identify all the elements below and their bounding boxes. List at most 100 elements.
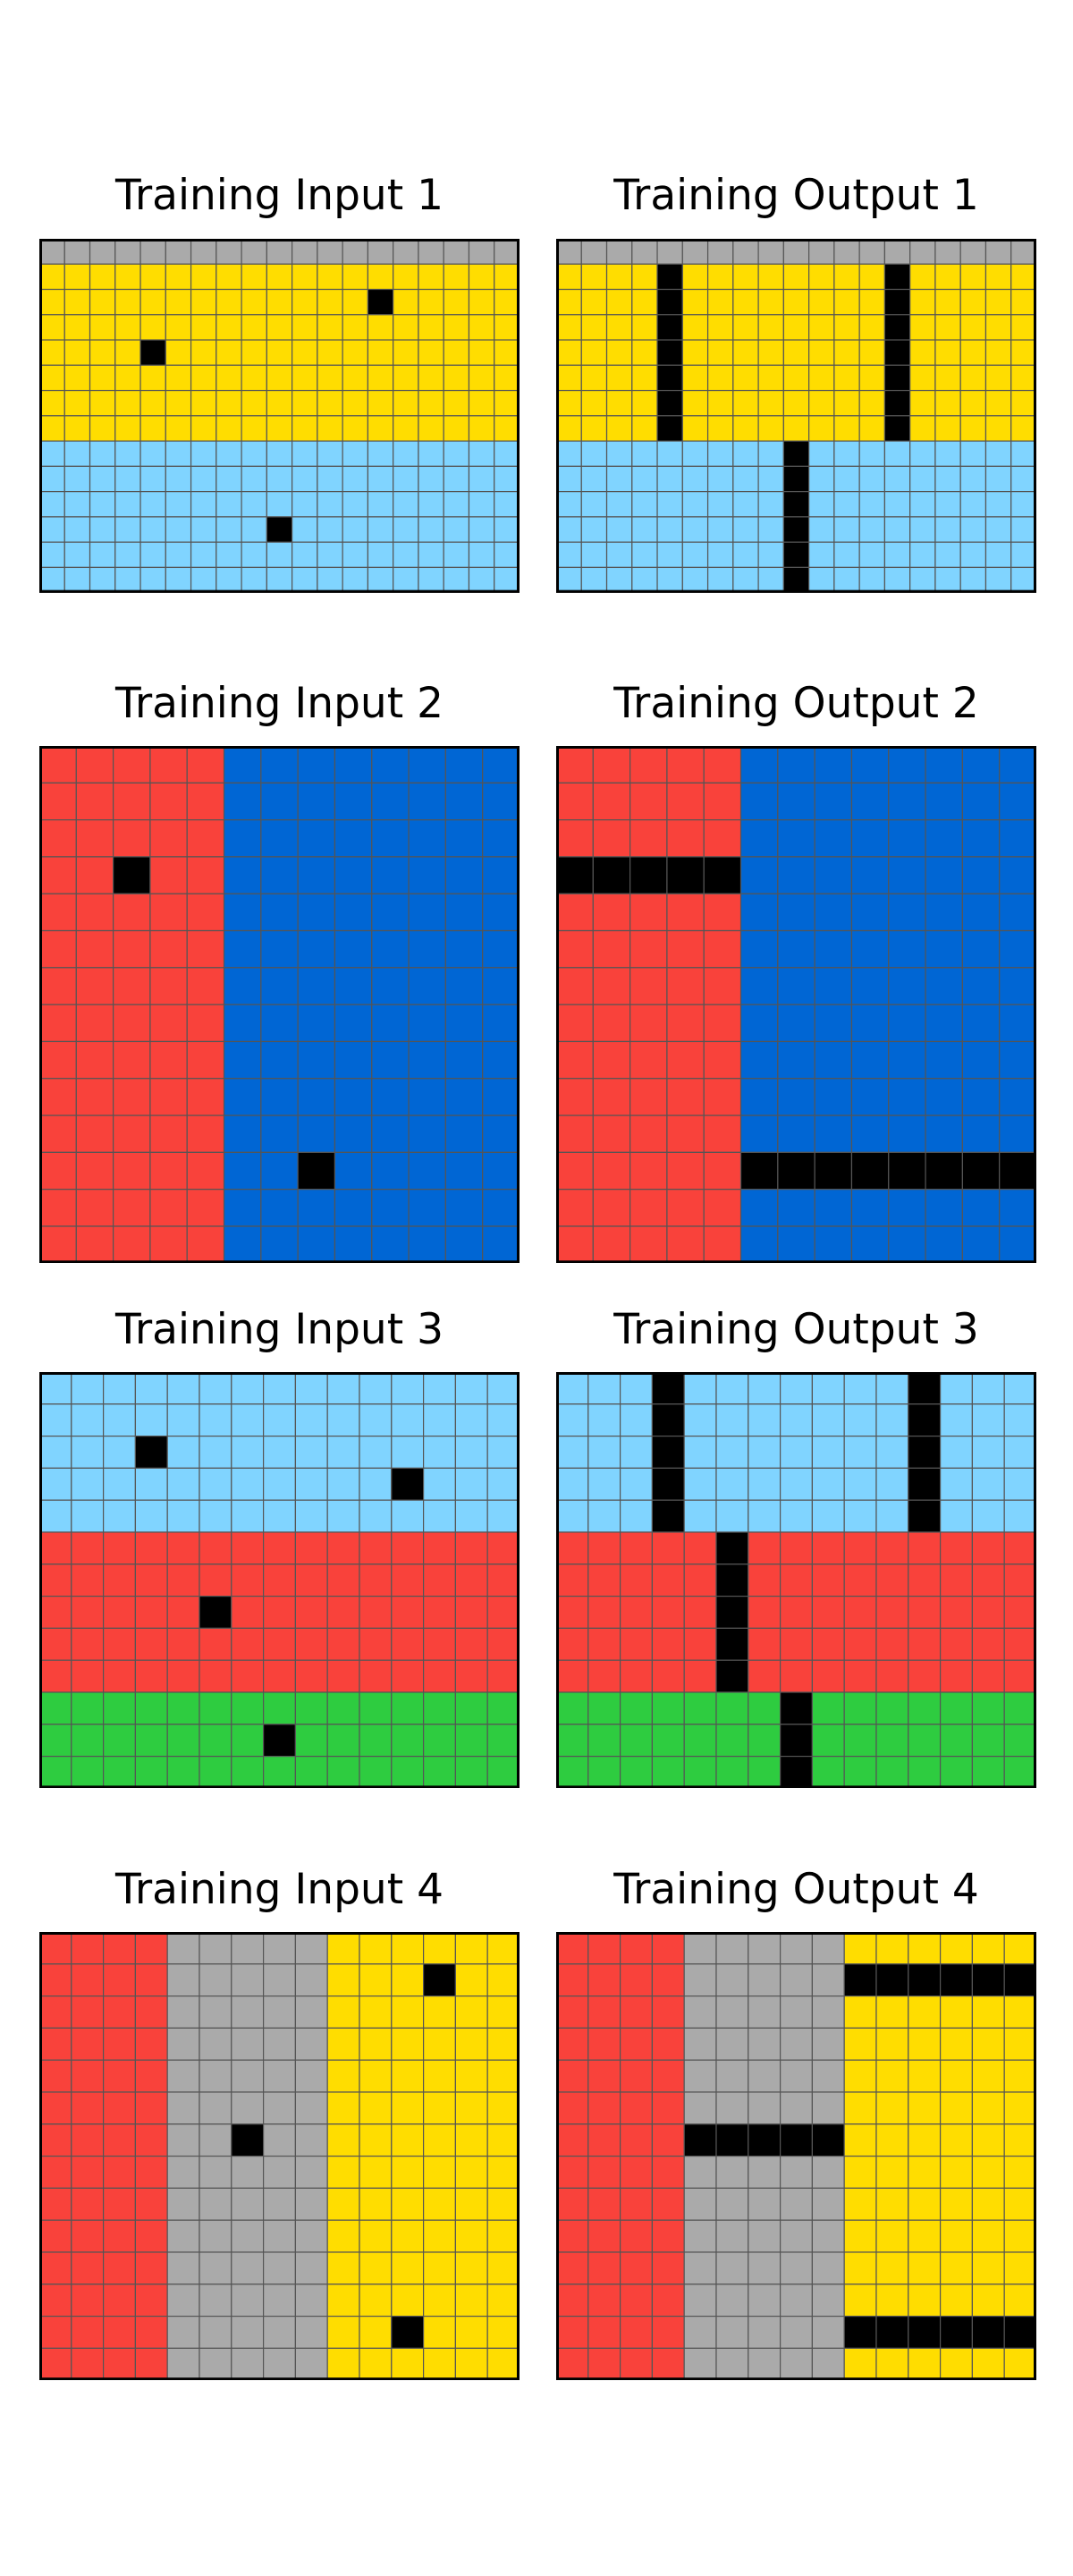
- grid-cell: [334, 746, 373, 784]
- grid-cell: [683, 1627, 717, 1661]
- grid-cell: [814, 746, 853, 784]
- grid-cell: [260, 1004, 299, 1043]
- grid-cell: [326, 1995, 360, 2029]
- grid-cell: [556, 440, 582, 467]
- grid-cell: [939, 2027, 973, 2061]
- grid-cell: [223, 1151, 262, 1191]
- black-cell: [263, 1724, 296, 1758]
- grid-cell: [732, 389, 759, 417]
- grid-cell: [134, 1995, 168, 2029]
- grid-cell: [651, 1755, 685, 1789]
- grid-cell: [777, 967, 815, 1005]
- grid-cell: [114, 288, 141, 316]
- grid-cell: [651, 1659, 685, 1693]
- grid-cell: [908, 2091, 942, 2125]
- grid-cell: [706, 440, 734, 467]
- grid-cell: [833, 389, 860, 417]
- grid-cell: [703, 819, 742, 858]
- black-cell: [297, 1151, 336, 1191]
- grid-cell: [971, 1499, 1005, 1533]
- grid-cell: [971, 2027, 1005, 2061]
- grid-cell: [587, 2251, 621, 2285]
- grid-cell: [1010, 440, 1036, 467]
- black-cell: [656, 364, 683, 392]
- grid-cell: [961, 1225, 1001, 1264]
- grid-cell: [215, 491, 242, 518]
- grid-cell: [326, 2187, 360, 2221]
- black-cell: [715, 2123, 749, 2157]
- grid-cell: [556, 1499, 589, 1533]
- grid-cell: [422, 2155, 456, 2189]
- grid-cell: [939, 1691, 973, 1725]
- grid-cell: [715, 1372, 749, 1405]
- grid-cell: [291, 364, 318, 392]
- grid-cell: [317, 491, 343, 518]
- grid-cell: [959, 465, 987, 493]
- grid-cell: [422, 2059, 456, 2093]
- grid-cell: [984, 516, 1012, 543]
- grid-cell: [89, 491, 116, 518]
- grid-cell: [241, 389, 267, 417]
- grid-cell: [605, 566, 633, 593]
- grid-cell: [186, 1114, 225, 1153]
- grid-cell: [587, 1499, 621, 1533]
- black-cell: [875, 2315, 909, 2349]
- grid-cell: [1010, 339, 1036, 366]
- grid-cell: [359, 1995, 393, 2029]
- grid-cell: [681, 541, 709, 569]
- grid-cell: [858, 415, 886, 442]
- grid-cell: [263, 1627, 296, 1661]
- grid-cell: [103, 2027, 137, 2061]
- grid-cell: [908, 2155, 942, 2189]
- grid-cell: [620, 1595, 654, 1629]
- grid-cell: [468, 314, 495, 341]
- grid-cell: [706, 516, 734, 543]
- grid-cell: [843, 1499, 877, 1533]
- grid-cell: [134, 1627, 168, 1661]
- grid-cell: [592, 1078, 631, 1116]
- grid-cell: [342, 288, 369, 316]
- grid-cell: [587, 1563, 621, 1597]
- grid-cell: [683, 1995, 717, 2029]
- grid-cell: [748, 1467, 782, 1501]
- grid-cell: [113, 929, 151, 969]
- grid-cell: [39, 856, 77, 894]
- grid-cell: [592, 929, 631, 969]
- grid-cell: [215, 339, 242, 366]
- grid-cell: [814, 1225, 853, 1264]
- grid-cell: [556, 1467, 589, 1501]
- grid-cell: [241, 263, 267, 291]
- grid-cell: [620, 1499, 654, 1533]
- grid-cell: [934, 440, 961, 467]
- black-cell: [656, 263, 683, 291]
- grid-cell: [443, 491, 470, 518]
- grid-cell: [782, 263, 810, 291]
- grid-cell: [703, 967, 742, 1005]
- grid-cell: [297, 856, 336, 894]
- grid-cell: [454, 2219, 488, 2253]
- grid-cell: [139, 389, 166, 417]
- grid-cell: [757, 314, 784, 341]
- grid-cell: [342, 566, 369, 593]
- grid-cell: [909, 491, 936, 518]
- black-cell: [1003, 1963, 1036, 1997]
- grid-cell: [850, 929, 890, 969]
- grid-cell: [186, 782, 225, 821]
- grid-cell: [875, 1531, 909, 1565]
- black-cell: [883, 263, 911, 291]
- grid-cell: [391, 1435, 425, 1469]
- grid-cell: [103, 1499, 137, 1533]
- black-cell: [199, 1595, 232, 1629]
- grid-cell: [587, 1724, 621, 1758]
- grid-cell: [782, 314, 810, 341]
- grid-cell: [732, 339, 759, 366]
- grid-cell: [39, 263, 65, 291]
- grid-cell: [231, 1724, 265, 1758]
- grid-cell: [620, 2315, 654, 2349]
- grid-cell: [811, 2091, 845, 2125]
- grid-cell: [326, 1435, 360, 1469]
- grid-cell: [587, 1995, 621, 2029]
- grid-cell: [89, 339, 116, 366]
- grid-cell: [780, 1467, 813, 1501]
- grid-cell: [777, 746, 815, 784]
